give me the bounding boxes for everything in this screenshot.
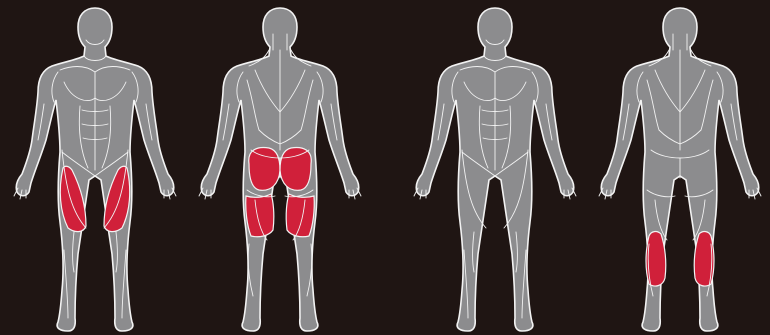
hamstrings-right-highlight [286,194,314,237]
figure-back-glutes-hamstrings [185,0,375,335]
back-body-svg [185,0,375,335]
figure-back-calves [585,0,770,335]
figure-front-plain [400,0,590,335]
back-body-svg [585,0,770,335]
hamstrings-left-highlight [246,194,274,237]
glutes-left-highlight [249,148,280,191]
front-body-svg [0,0,190,335]
front-body-svg [400,0,590,335]
glutes-right-highlight [280,148,311,191]
figure-front-quadriceps [0,0,190,335]
calves-left-highlight [646,232,666,286]
calves-right-highlight [694,232,714,286]
